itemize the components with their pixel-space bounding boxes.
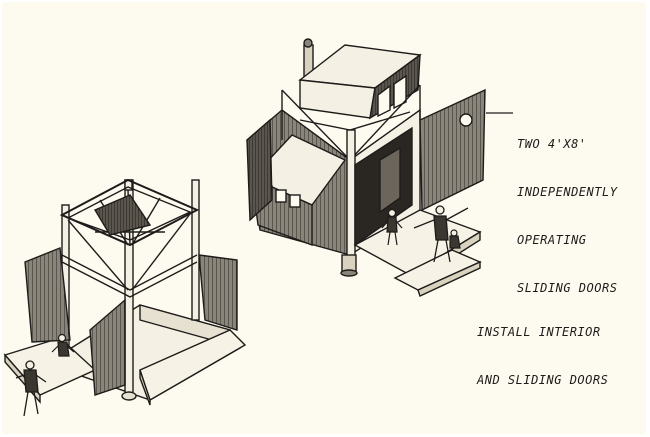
annotation-line: INDEPENDENTLY [517,185,618,199]
person-figure-arms-out [413,205,469,263]
wall-panel-left-1 [24,247,71,343]
annotation-line: AND SLIDING DOORS [477,373,609,387]
sliding-door-panel [419,88,486,212]
annotation-sliding-doors: TWO 4'X8' INDEPENDENTLY OPERATING SLIDIN… [517,104,617,328]
roof-ring-beam [59,178,200,247]
child-figure [381,208,403,246]
porthole-window [459,113,473,127]
annotation-line: INSTALL INTERIOR [477,325,601,339]
worker-figure-front [15,360,47,417]
enclosed-structure-right [246,38,486,297]
wall-panel-right-left [198,254,238,331]
seated-figure [449,229,461,249]
annotation-install: INSTALL INTERIOR AND SLIDING DOORS [477,292,608,420]
wall-panel-left-2 [89,298,126,396]
annotation-line: TWO 4'X8' [517,137,587,151]
annotation-line: SLIDING DOORS [517,281,618,295]
side-door-panel [246,118,273,222]
annotation-line: OPERATING [517,233,587,247]
wall-panel-back-left [93,194,152,236]
worker-figure-back [51,333,75,357]
frame-structure-left [3,178,247,406]
